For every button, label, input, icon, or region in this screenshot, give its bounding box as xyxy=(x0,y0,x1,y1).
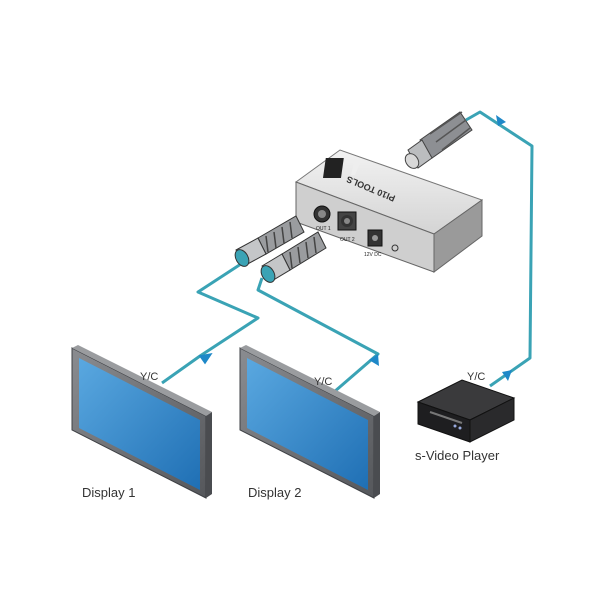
kramer-logo xyxy=(322,158,360,178)
display1-signal-label: Y/C xyxy=(140,371,158,383)
display1-label: Display 1 xyxy=(82,485,135,500)
cable-player xyxy=(465,110,534,388)
arrow-to-display2 xyxy=(369,354,379,366)
arrow-player-out xyxy=(502,370,512,381)
arrow-to-display1 xyxy=(198,352,213,365)
display1-monitor xyxy=(71,345,212,499)
port-power-label: 12V DC xyxy=(364,252,382,258)
display2-label: Display 2 xyxy=(248,485,301,500)
player-label: s-Video Player xyxy=(415,448,500,463)
plug-out2 xyxy=(260,231,327,283)
port-out2 xyxy=(337,211,357,231)
svideo-player-device xyxy=(416,379,516,443)
port-power xyxy=(367,229,383,247)
power-led-icon xyxy=(391,244,399,252)
port-out1 xyxy=(313,205,331,223)
port-out1-label: OUT 1 xyxy=(316,226,331,232)
arrow-from-player xyxy=(496,115,506,126)
display2-monitor xyxy=(239,345,380,499)
display2-signal-label: Y/C xyxy=(314,376,332,388)
splitter-device xyxy=(294,149,484,273)
cable-display2 xyxy=(256,277,380,394)
cable-display1 xyxy=(161,260,260,385)
player-signal-label: Y/C xyxy=(467,371,485,383)
port-out2-label: OUT 2 xyxy=(340,237,355,243)
plug-out1 xyxy=(234,215,305,267)
svideo-input-connector xyxy=(404,111,473,169)
